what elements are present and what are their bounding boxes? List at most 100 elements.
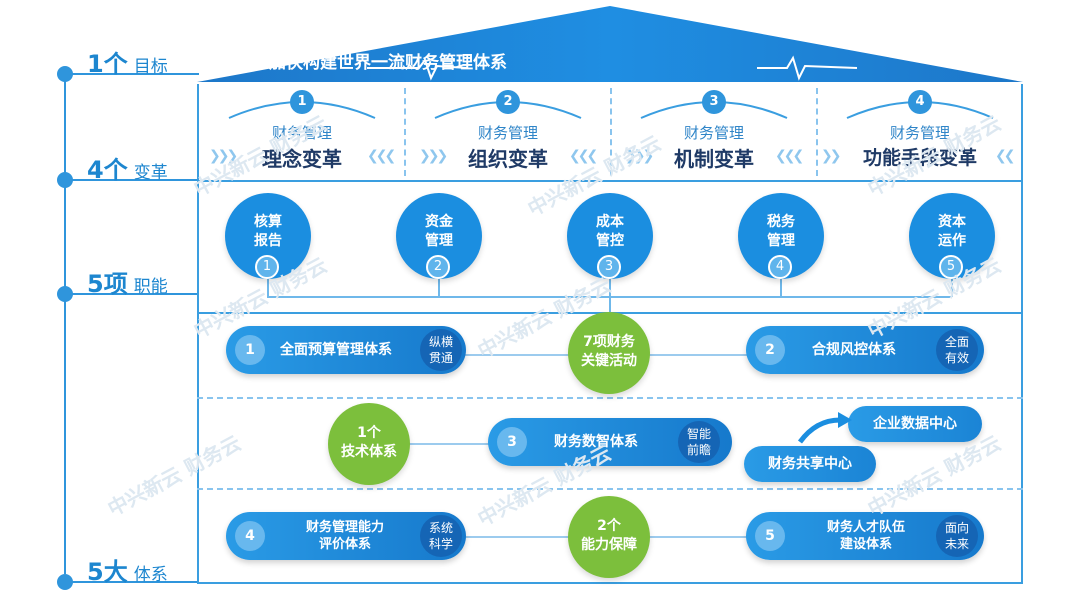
level-num: 5项 — [87, 270, 128, 298]
function-number: 1 — [255, 255, 279, 279]
level-dot — [57, 574, 73, 590]
row-separator — [197, 180, 1023, 182]
reform-divider — [610, 88, 612, 176]
system-evaluation: 4 财务管理能力评价体系 系统科学 — [226, 512, 466, 560]
tech-system: 1个技术体系 — [328, 403, 410, 485]
system-side: 面向未来 — [936, 515, 978, 557]
level-sub: 变革 — [133, 163, 168, 183]
function-connector-stem — [609, 296, 611, 316]
function-connector-stem — [438, 279, 440, 297]
reform-divider — [816, 88, 818, 176]
enterprise-data-center: 企业数据中心 — [848, 406, 982, 442]
system-title: 合规风控体系 — [812, 342, 896, 358]
system-side: 纵横贯通 — [420, 329, 462, 371]
function-number: 4 — [768, 255, 792, 279]
chevrons-right-icon: ❯❯❯ — [209, 148, 238, 164]
system-number: 2 — [755, 335, 785, 365]
function-label: 成本 — [596, 214, 624, 230]
function-number: 2 — [426, 255, 450, 279]
reform-small: 财务管理 — [477, 124, 538, 142]
reform-big: 组织变革 — [468, 147, 548, 171]
function-number: 5 — [939, 255, 963, 279]
green-label: 关键活动 — [581, 353, 637, 369]
function-label: 运作 — [938, 233, 966, 249]
system-title: 全面预算管理体系 — [280, 342, 392, 358]
green-label: 能力保障 — [581, 537, 637, 553]
green-label: 技术体系 — [341, 444, 397, 460]
key-activities: 7项财务关键活动 — [568, 312, 650, 394]
arrow-up-right-icon — [797, 412, 852, 444]
system-number: 5 — [755, 521, 785, 551]
function-label: 税务 — [767, 214, 795, 230]
system-number: 3 — [497, 427, 527, 457]
reform-small: 财务管理 — [889, 124, 950, 142]
left-timeline — [64, 74, 66, 574]
function-label: 管控 — [596, 233, 624, 249]
function-label: 资金 — [425, 214, 453, 230]
green-label: 1个 — [357, 425, 381, 441]
chevrons-left-icon: ❮❮❮ — [775, 148, 804, 164]
chevrons-right-icon: ❯❯ — [821, 148, 842, 164]
level-dot — [57, 286, 73, 302]
green-label: 7项财务 — [583, 334, 635, 350]
level-dot — [57, 66, 73, 82]
reform-small: 财务管理 — [683, 124, 744, 142]
chevrons-right-icon: ❯❯❯ — [625, 148, 654, 164]
reform-big: 功能手段变革 — [862, 147, 977, 169]
reform-number: 3 — [702, 90, 726, 114]
function-accounting: 核算报告 1 — [225, 193, 311, 279]
chevrons-left-icon: ❮❮ — [995, 148, 1016, 164]
function-label: 核算 — [254, 214, 282, 230]
row-separator — [197, 488, 1023, 490]
function-label: 资本 — [938, 214, 966, 230]
function-capital: 资本运作 5 — [909, 193, 995, 279]
financial-shared-center: 财务共享中心 — [744, 446, 876, 482]
tech-connector — [408, 443, 498, 445]
system-risk: 2 合规风控体系 全面有效 — [746, 326, 984, 374]
center-label: 企业数据中心 — [873, 416, 957, 432]
reform-number: 2 — [496, 90, 520, 114]
function-fund: 资金管理 2 — [396, 193, 482, 279]
reform-item-4: 4 财务管理 功能手段变革 ❯❯ ❮❮ — [817, 88, 1023, 176]
system-title: 财务数智体系 — [554, 434, 638, 450]
chevrons-right-icon: ❯❯❯ — [419, 148, 448, 164]
pulse-left-icon — [367, 57, 468, 81]
system-side: 全面有效 — [936, 329, 978, 371]
system-number: 4 — [235, 521, 265, 551]
function-connector-stem — [951, 279, 953, 297]
reform-small: 财务管理 — [271, 124, 332, 142]
function-connector-stem — [267, 279, 269, 297]
level-num: 1个 — [87, 50, 128, 78]
framework-frame — [197, 84, 1023, 584]
system-title: 财务管理能力 — [305, 520, 384, 535]
system-title: 建设体系 — [839, 537, 892, 552]
function-connector-stem — [780, 279, 782, 297]
function-label: 报告 — [254, 233, 282, 249]
system-talent: 5 财务人才队伍建设体系 面向未来 — [746, 512, 984, 560]
system-number: 1 — [235, 335, 265, 365]
capability-guarantee: 2个能力保障 — [568, 496, 650, 578]
function-label: 管理 — [425, 233, 453, 249]
reform-number: 1 — [290, 90, 314, 114]
function-connector-stem — [609, 279, 611, 297]
reform-divider — [404, 88, 406, 176]
chevrons-left-icon: ❮❮❮ — [569, 148, 598, 164]
level-dot — [57, 172, 73, 188]
reform-number: 4 — [908, 90, 932, 114]
system-side: 系统科学 — [420, 515, 462, 557]
system-side: 智能前瞻 — [678, 421, 720, 463]
level-sub: 职能 — [133, 277, 168, 297]
system-budget: 1 全面预算管理体系 纵横贯通 — [226, 326, 466, 374]
goal-title: 加快构建世界一流财务管理体系 — [269, 53, 507, 73]
row-separator — [197, 397, 1023, 399]
function-label: 管理 — [767, 233, 795, 249]
reform-item-2: 2 财务管理 组织变革 ❯❯❯ ❮❮❮ — [405, 88, 611, 176]
center-label: 财务共享中心 — [768, 456, 852, 472]
roof — [197, 6, 1023, 82]
reform-big: 机制变革 — [674, 147, 754, 171]
function-number: 3 — [597, 255, 621, 279]
system-title: 财务人才队伍 — [826, 520, 905, 535]
level-sub: 体系 — [133, 565, 168, 585]
level-num: 5大 — [87, 558, 128, 586]
level-num: 4个 — [87, 156, 128, 184]
